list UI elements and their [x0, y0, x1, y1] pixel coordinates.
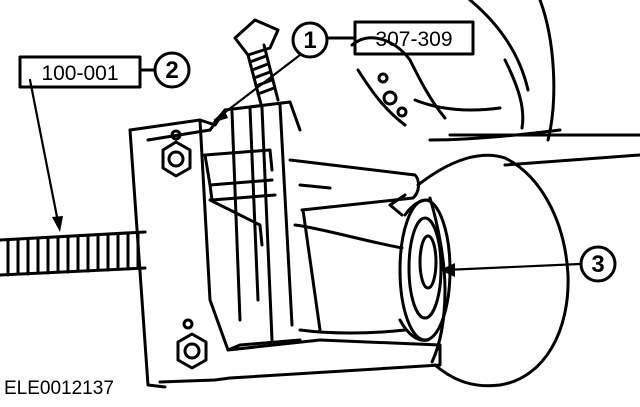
figure-id: ELE0012137: [4, 378, 114, 399]
crankshaft-cone: [398, 153, 570, 388]
leader-lines: [28, 53, 582, 272]
engine-block-outline: [350, 0, 640, 167]
callout-1-number: 1: [303, 27, 316, 54]
hex-nut-top: [161, 129, 192, 178]
callout-2-number: 2: [165, 57, 178, 84]
hex-nut-bottom: [176, 318, 208, 370]
callout-circles: [153, 21, 617, 283]
threaded-rod: [0, 230, 147, 277]
arrow-heads: [52, 109, 455, 277]
callout-2-tool-code: 100-001: [41, 62, 118, 85]
callout-3-number: 3: [591, 251, 604, 278]
callout-boxes: [18, 20, 475, 89]
forcing-screw-top: [233, 18, 280, 110]
callout-1-tool-code: 307-309: [375, 28, 452, 51]
